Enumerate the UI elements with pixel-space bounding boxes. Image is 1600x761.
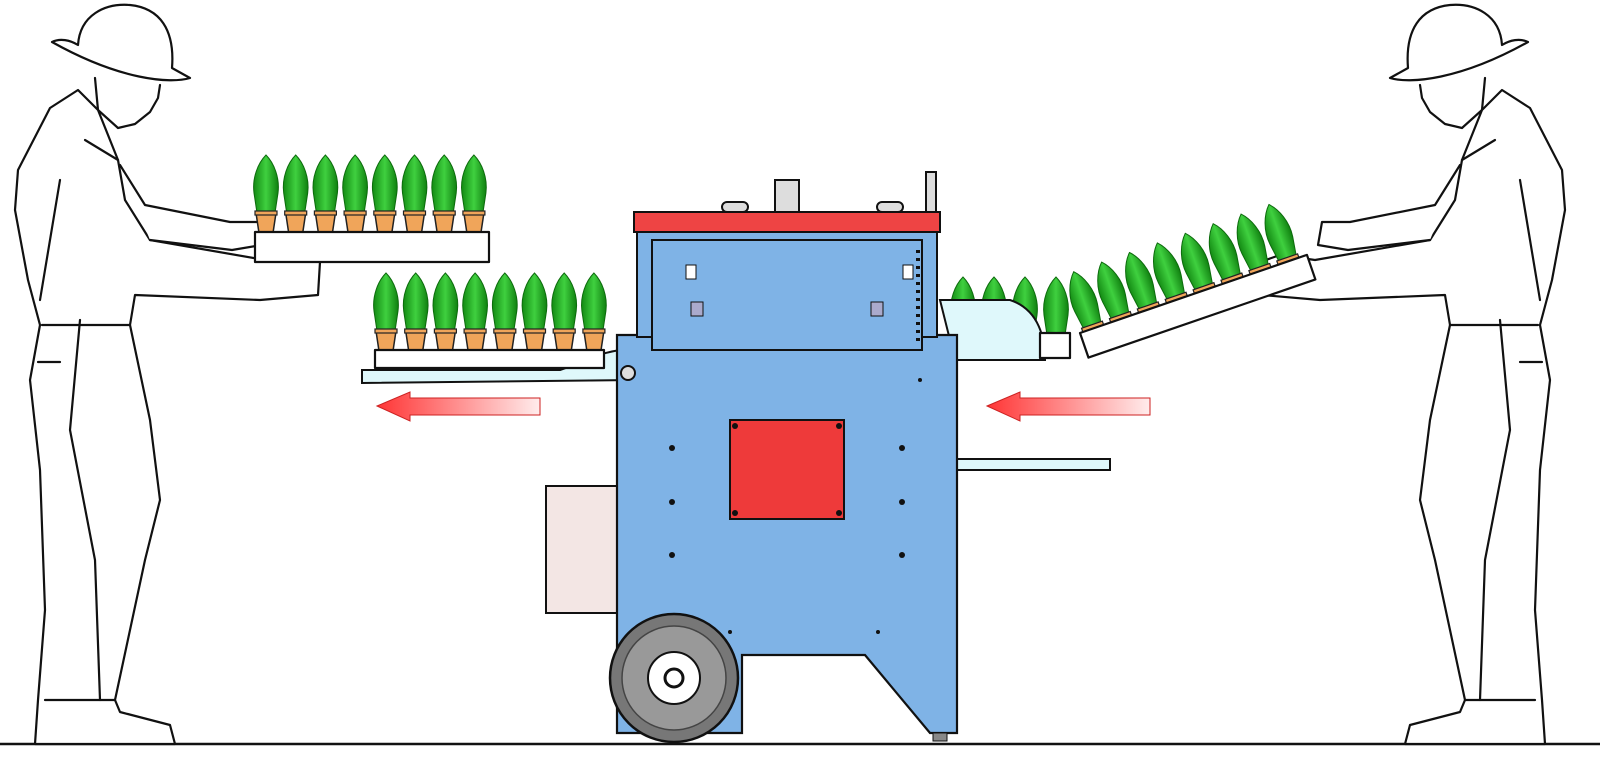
held-tray-right — [1061, 199, 1317, 359]
potted-tree — [252, 154, 280, 234]
worker-right — [1258, 3, 1567, 746]
potted-tree — [341, 154, 369, 234]
potted-tree — [521, 272, 548, 352]
outfeed-arrow — [375, 391, 541, 422]
lever[interactable] — [925, 171, 937, 213]
potted-tree — [431, 154, 458, 234]
potted-tree — [371, 154, 398, 234]
outfeed-chute — [361, 272, 641, 385]
potted-tree — [402, 272, 429, 352]
side-shelf — [956, 458, 1111, 471]
potted-tree — [491, 272, 518, 352]
potted-tree — [312, 154, 339, 234]
machine-lid — [633, 211, 941, 233]
worker-left — [13, 3, 322, 746]
potted-tree — [551, 272, 578, 352]
potted-tree — [372, 272, 400, 352]
potted-tree — [460, 154, 488, 234]
side-box — [545, 485, 619, 614]
potted-tree — [580, 272, 608, 352]
potted-tree — [461, 272, 489, 352]
potted-tree — [432, 272, 459, 352]
control-panel — [651, 239, 923, 351]
wheel — [608, 612, 740, 744]
potted-tree — [282, 154, 309, 234]
held-tray-left — [252, 154, 491, 264]
access-panel[interactable] — [729, 419, 845, 520]
potted-tree — [401, 154, 428, 234]
infeed-arrow — [985, 391, 1151, 422]
emergency-stop[interactable] — [774, 179, 800, 213]
infeed-chute — [938, 299, 1072, 361]
